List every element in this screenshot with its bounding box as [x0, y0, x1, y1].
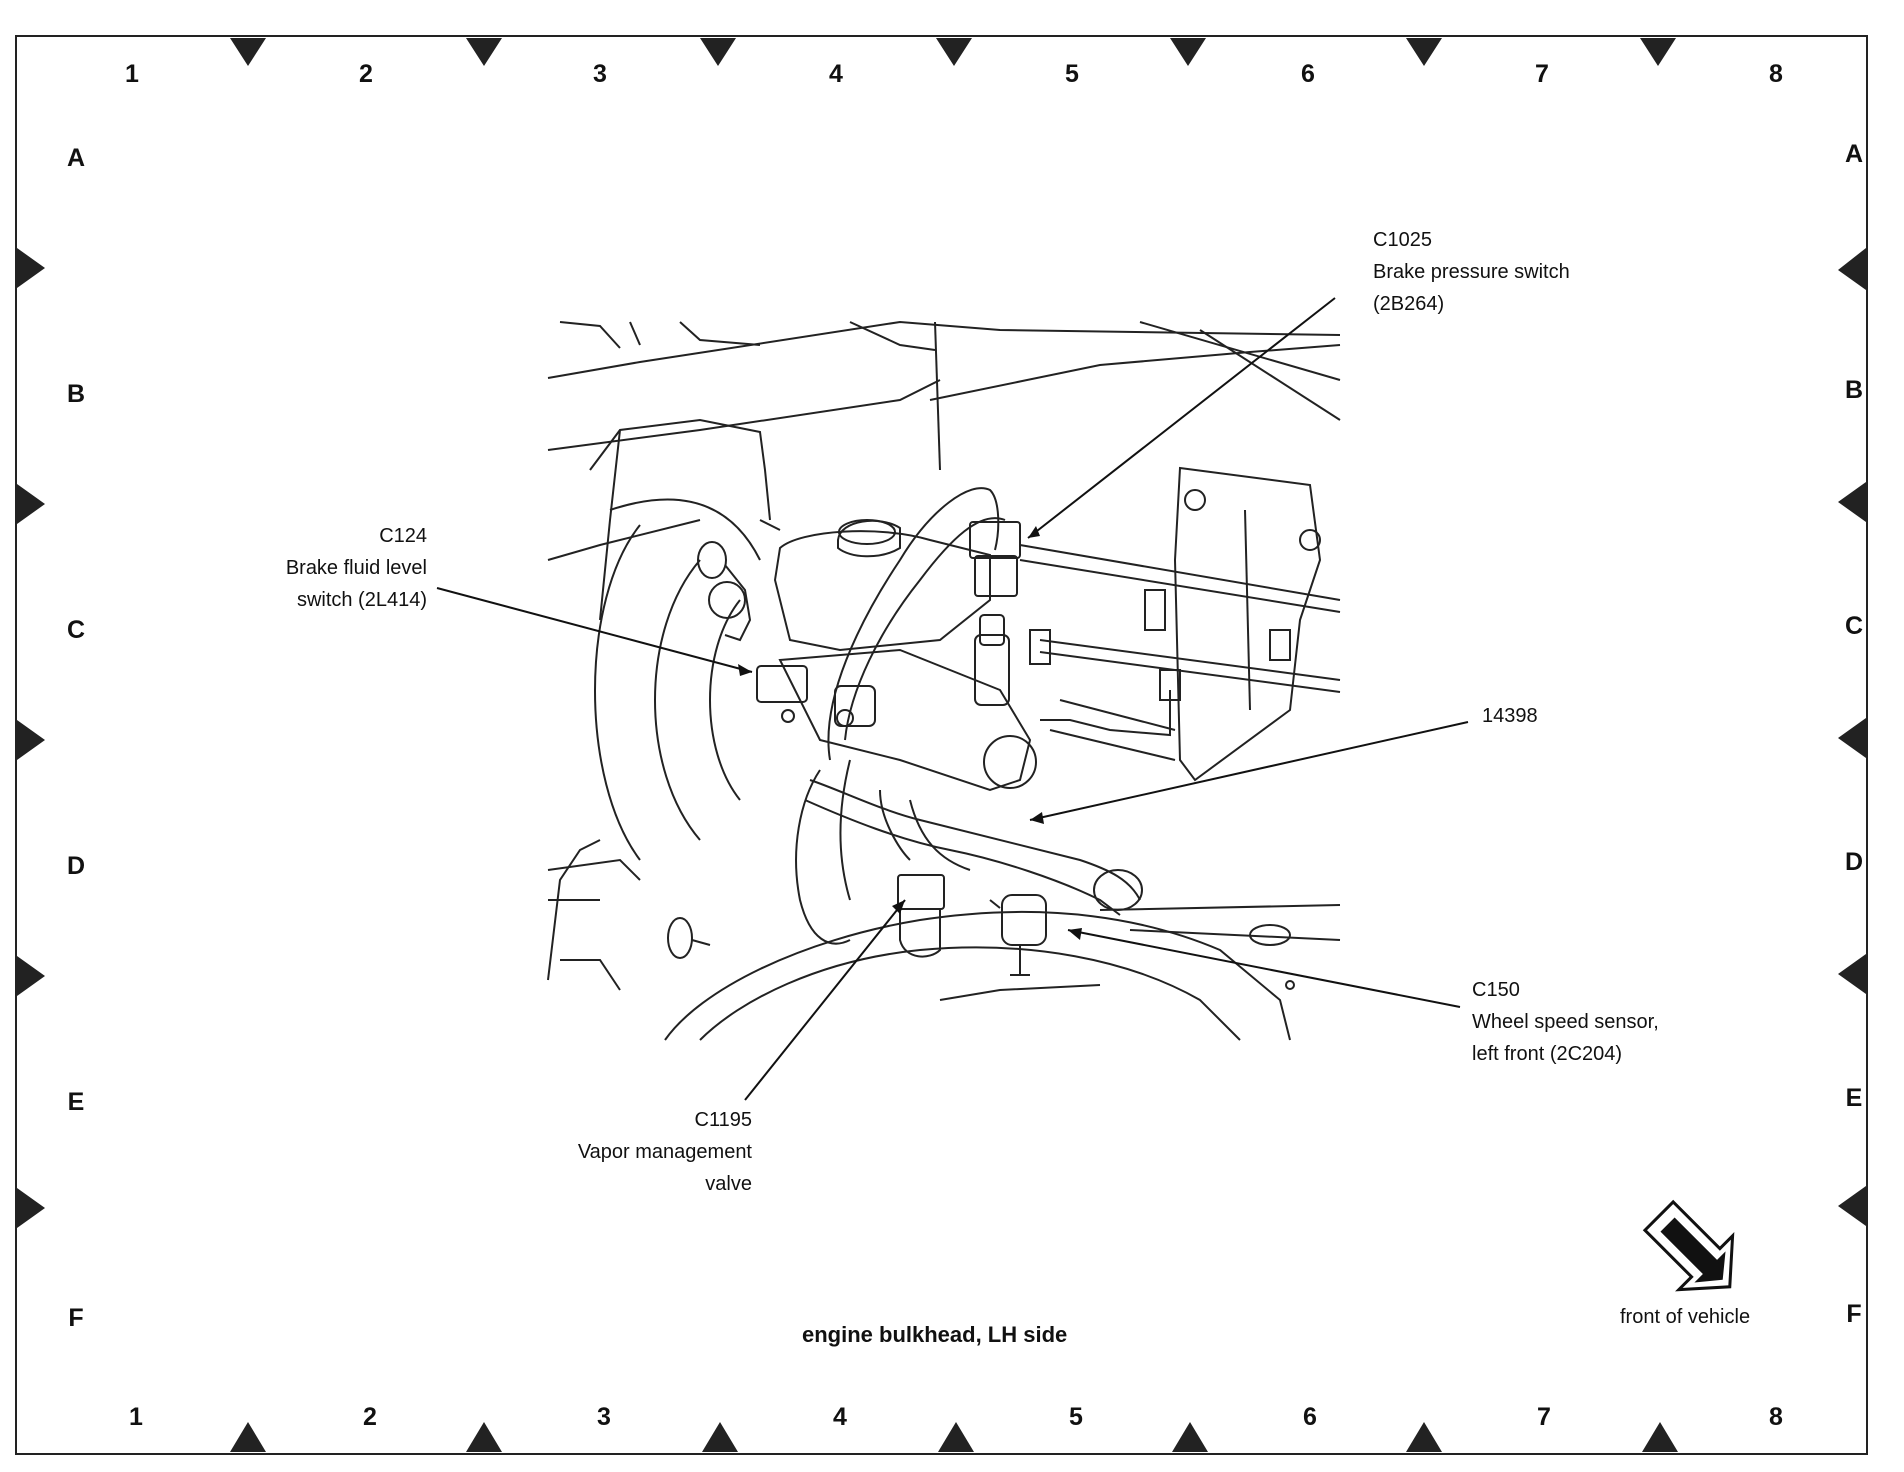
grid-row-label: C	[1844, 612, 1864, 640]
callout-part: (2B264)	[1373, 293, 1445, 315]
grid-markers	[17, 38, 1866, 1452]
callout-id: 14398	[1482, 705, 1538, 727]
grid-row-label: A	[1844, 140, 1864, 168]
grid-col-label: 2	[363, 1403, 377, 1431]
callout-part: left front (2C204)	[1472, 1043, 1623, 1065]
callout-part: valve	[705, 1173, 752, 1195]
grid-col-label: 5	[1065, 60, 1079, 88]
grid-row-label: F	[1846, 1300, 1862, 1328]
orientation-label: front of vehicle	[1620, 1306, 1751, 1328]
callout-name: Brake pressure switch	[1373, 261, 1570, 283]
grid-col-label: 6	[1301, 60, 1315, 88]
grid-row-label: C	[66, 616, 86, 644]
grid-row-label: D	[1844, 848, 1864, 876]
grid-col-label: 5	[1069, 1403, 1083, 1431]
callout-name: Wheel speed sensor,	[1472, 1011, 1659, 1033]
callout-name: Vapor management	[577, 1141, 752, 1163]
grid-row-label: A	[66, 144, 86, 172]
callout-id: C1025	[1373, 229, 1432, 251]
leader-lines	[436, 297, 1469, 1101]
grid-col-label: 3	[597, 1403, 611, 1431]
grid-row-label: B	[66, 380, 86, 408]
callout-id: C1195	[694, 1109, 752, 1131]
callout-id: C124	[379, 525, 427, 547]
grid-col-label: 1	[129, 1403, 143, 1431]
grid-col-label: 1	[125, 60, 139, 88]
grid-row-label: B	[1844, 376, 1864, 404]
grid-col-label: 4	[829, 60, 843, 88]
diagram-frame	[15, 35, 1868, 1455]
grid-col-label: 7	[1537, 1403, 1551, 1431]
grid-row-label: E	[1845, 1084, 1863, 1112]
engine-bulkhead-drawing	[547, 320, 1341, 1041]
grid-col-label: 2	[359, 60, 373, 88]
callout-name: Brake fluid level	[285, 557, 427, 579]
grid-col-label: 8	[1769, 1403, 1783, 1431]
front-arrow-icon	[1642, 1199, 1735, 1292]
grid-row-label: F	[68, 1304, 84, 1332]
grid-row-label: E	[67, 1088, 85, 1116]
diagram-caption: engine bulkhead, LH side	[802, 1322, 1068, 1347]
grid-row-label: D	[66, 852, 86, 880]
grid-col-label: 3	[593, 60, 607, 88]
callout-part: switch (2L414)	[296, 589, 427, 611]
grid-col-label: 6	[1303, 1403, 1317, 1431]
grid-col-label: 7	[1535, 60, 1549, 88]
grid-col-label: 4	[833, 1403, 847, 1431]
grid-col-label: 8	[1769, 60, 1783, 88]
callout-id: C150	[1472, 979, 1520, 1001]
